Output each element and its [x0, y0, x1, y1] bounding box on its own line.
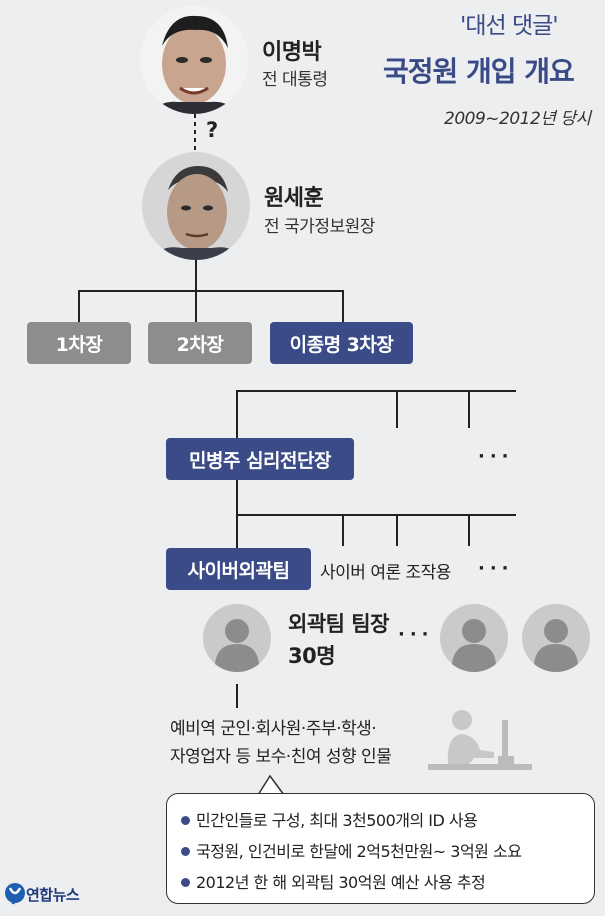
more-teams-ellipsis: ···: [478, 558, 514, 579]
team-leaders-label: 외곽팀 팀장: [288, 612, 389, 636]
connector-line: [342, 290, 344, 322]
connector-line: [468, 390, 470, 428]
connector-line: [236, 684, 238, 708]
connector-line: [78, 290, 80, 322]
callout-item-text: 2012년 한 해 외곽팀 30억원 예산 사용 추정: [196, 873, 486, 892]
callout-item: 민간인들로 구성, 최대 3천500개의 ID 사용: [181, 807, 478, 831]
connector-line: [236, 514, 516, 516]
deputy-3-box: 이종명 3차장: [270, 322, 413, 364]
cyber-team-description: 사이버 여론 조작용: [320, 563, 451, 583]
yonhap-logo-icon: [5, 883, 25, 905]
person-name-lee: 이명박: [262, 40, 322, 65]
connector-line: [342, 514, 344, 546]
cyber-team-box: 사이버외곽팀: [166, 548, 311, 590]
connector-line: [468, 514, 470, 546]
callout-pointer: [257, 774, 285, 796]
bullet-icon: [181, 816, 190, 825]
won-sei-hoon-photo: [142, 152, 250, 260]
members-note-line2: 자영업자 등 보수·친여 성향 인물: [170, 747, 392, 767]
more-units-ellipsis: ···: [478, 446, 514, 467]
uncertain-link-mark: ?: [206, 118, 219, 142]
lee-myung-bak-photo: [140, 6, 248, 114]
callout-item: 국정원, 인건비로 한달에 2억5천만원~ 3억원 소요: [181, 838, 522, 862]
callout-item-text: 국정원, 인건비로 한달에 2억5천만원~ 3억원 소요: [196, 842, 522, 861]
callout-item: 2012년 한 해 외곽팀 30억원 예산 사용 추정: [181, 869, 486, 893]
deputy-1-box: 1차장: [27, 322, 131, 364]
callout-item-text: 민간인들로 구성, 최대 3천500개의 ID 사용: [196, 811, 478, 830]
person-silhouette-icon: [522, 604, 590, 672]
computer-user-icon: [428, 710, 532, 770]
bullet-icon: [181, 878, 190, 887]
connector-line: [78, 290, 344, 292]
more-leaders-ellipsis: ···: [398, 624, 434, 645]
uncertain-link-line: [194, 114, 196, 150]
person-name-won: 원세훈: [264, 186, 324, 211]
period-label: 2009~2012년 당시: [444, 109, 591, 129]
infographic-title: 국정원 개입 개요: [383, 55, 575, 88]
connector-line: [236, 390, 516, 392]
bullet-icon: [181, 847, 190, 856]
connector-line: [195, 290, 197, 322]
person-role-won: 전 국가정보원장: [264, 217, 375, 237]
person-silhouette-icon: [203, 604, 271, 672]
connector-line: [236, 390, 238, 438]
connector-line: [396, 514, 398, 546]
yonhap-logo-text: 연합뉴스: [26, 886, 80, 904]
deputy-2-box: 2차장: [148, 322, 252, 364]
person-silhouette-icon: [440, 604, 508, 672]
callout-box: 민간인들로 구성, 최대 3천500개의 ID 사용 국정원, 인건비로 한달에…: [166, 793, 595, 904]
connector-line: [195, 260, 197, 292]
psych-unit-box: 민병주 심리전단장: [166, 438, 354, 480]
infographic-subtitle: '대선 댓글': [460, 13, 559, 39]
team-leaders-count: 30명: [288, 644, 336, 668]
connector-line: [396, 390, 398, 428]
person-role-lee: 전 대통령: [262, 70, 328, 90]
members-note-line1: 예비역 군인·회사원·주부·학생·: [170, 719, 377, 739]
